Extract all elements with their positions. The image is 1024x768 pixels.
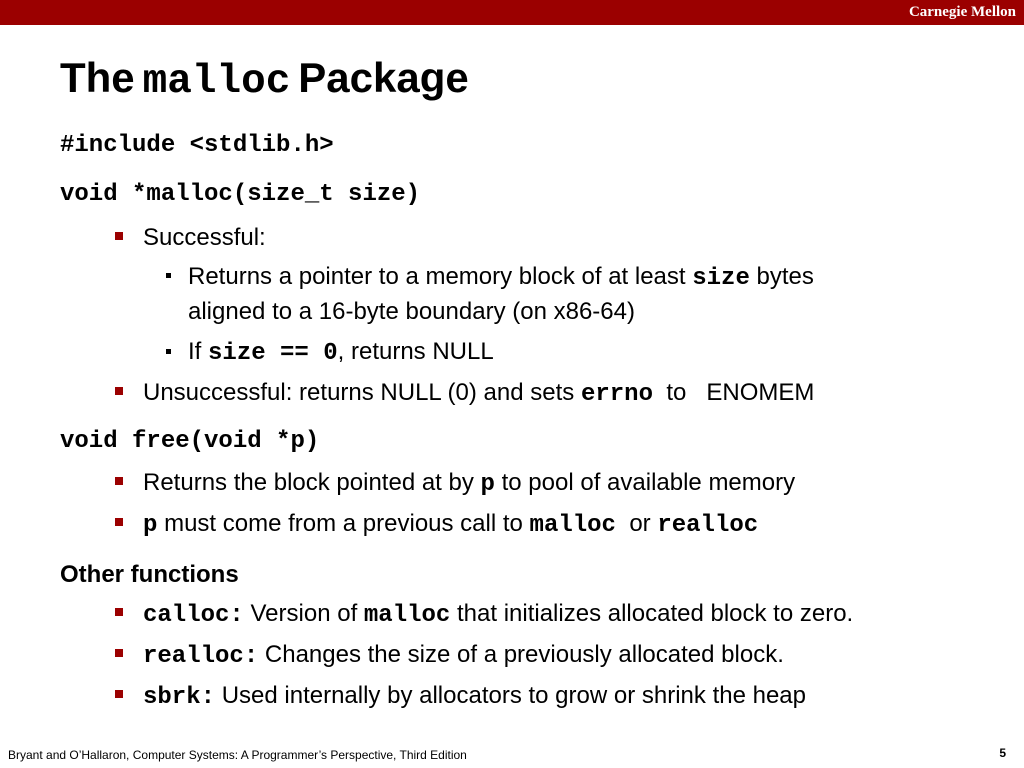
- page-number: 5: [999, 746, 1006, 760]
- bullet-marker: [115, 232, 123, 240]
- malloc-code: malloc: [529, 512, 616, 539]
- pool-text: to pool of available memory: [501, 469, 796, 496]
- size-zero-code: size == 0: [208, 340, 338, 367]
- title-text-pre: The: [60, 54, 135, 101]
- to-text: to: [666, 379, 687, 406]
- free-returns-line: Returns the block pointed at by p to poo…: [143, 469, 795, 498]
- successful-label: Successful:: [143, 224, 266, 251]
- calloc-code: calloc:: [143, 602, 244, 629]
- other-functions-heading: Other functions: [60, 561, 239, 588]
- free-returns-text: Returns the block pointed at by: [143, 469, 474, 496]
- calloc-line: calloc: Version of malloc that initializ…: [143, 600, 853, 629]
- returns-null-text: , returns NULL: [337, 338, 494, 365]
- title-code: malloc: [142, 59, 291, 105]
- realloc-desc: Changes the size of a previously allocat…: [264, 641, 784, 668]
- unsuccessful-line: Unsuccessful: returns NULL (0) and sets …: [143, 379, 814, 408]
- bullet-marker: [115, 518, 123, 526]
- bullet-marker: [115, 649, 123, 657]
- calloc-desc: that initializes allocated block to zero…: [457, 600, 854, 627]
- free-origin-line: p must come from a previous call to mall…: [143, 510, 758, 539]
- bytes-text: bytes: [756, 263, 814, 290]
- p-code: p: [143, 512, 158, 539]
- top-bar: Carnegie Mellon: [0, 0, 1024, 25]
- bullet-marker: [115, 690, 123, 698]
- realloc-code: realloc: [657, 512, 759, 539]
- bullet-marker: [115, 477, 123, 485]
- free-signature: void free(void *p): [60, 428, 320, 455]
- sbrk-line: sbrk: Used internally by allocators to g…: [143, 682, 806, 711]
- size-code: size: [692, 265, 750, 292]
- returns-pointer-line: Returns a pointer to a memory block of a…: [188, 263, 814, 292]
- realloc-code: realloc:: [143, 643, 259, 670]
- bullet-marker: [115, 608, 123, 616]
- unsuccessful-text: Unsuccessful: returns NULL (0) and sets: [143, 379, 575, 406]
- include-line: #include <stdlib.h>: [60, 132, 334, 159]
- calloc-text: Version of: [250, 600, 358, 627]
- returns-pointer-text: Returns a pointer to a memory block of a…: [188, 263, 686, 290]
- bullet-marker: [115, 387, 123, 395]
- brand-label: Carnegie Mellon: [908, 4, 1016, 20]
- realloc-line: realloc: Changes the size of a previousl…: [143, 641, 784, 670]
- sbrk-desc: Used internally by allocators to grow or…: [221, 682, 806, 709]
- sub-bullet-marker: [166, 349, 171, 354]
- size-zero-line: If size == 0, returns NULL: [188, 338, 494, 367]
- malloc-signature: void *malloc(size_t size): [60, 181, 421, 208]
- alignment-line: aligned to a 16-byte boundary (on x86-64…: [188, 298, 635, 325]
- sub-bullet-marker: [166, 273, 171, 278]
- sbrk-code: sbrk:: [143, 684, 216, 711]
- title-text-post: Package: [298, 54, 469, 101]
- errno-code: errno: [580, 381, 653, 408]
- must-come-text: must come from a previous call to: [164, 510, 523, 537]
- footer-credit: Bryant and O’Hallaron, Computer Systems:…: [8, 748, 467, 762]
- if-text: If: [188, 338, 202, 365]
- p-code: p: [480, 471, 495, 498]
- malloc-code: malloc: [363, 602, 451, 629]
- enomem-text: ENOMEM: [706, 379, 815, 406]
- or-text: or: [629, 510, 651, 537]
